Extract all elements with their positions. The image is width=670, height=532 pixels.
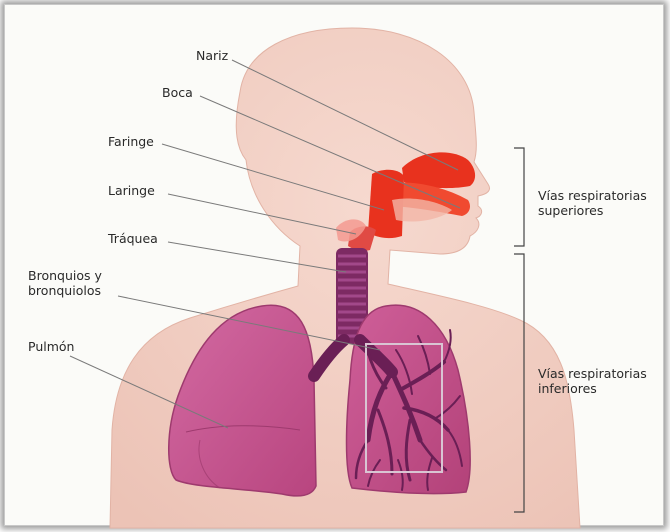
label-nariz: Nariz — [196, 48, 228, 63]
label-traquea: Tráquea — [108, 231, 158, 246]
label-upper-airways: Vías respiratorias superiores — [538, 188, 647, 218]
label-faringe: Faringe — [108, 134, 154, 149]
label-pulmon: Pulmón — [28, 339, 74, 354]
label-boca: Boca — [162, 85, 193, 100]
label-laringe: Laringe — [108, 183, 155, 198]
label-bronquios: Bronquios y bronquiolos — [28, 268, 102, 298]
label-lower-airways: Vías respiratorias inferiores — [538, 366, 647, 396]
